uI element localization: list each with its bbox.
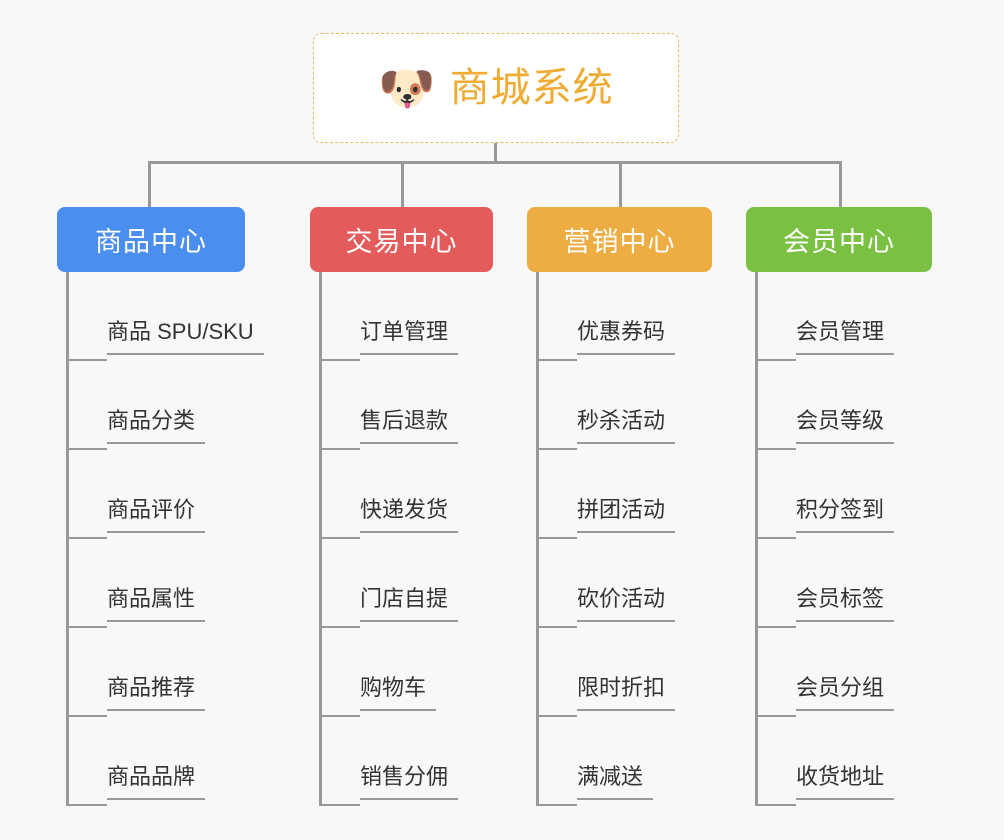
list-item[interactable]: 订单管理: [322, 272, 493, 361]
list-item-label: 拼团活动: [577, 497, 676, 533]
leaf-underline: [69, 715, 107, 717]
dog-face-icon: 🐶: [378, 61, 436, 115]
branch-column-4: 会员中心 会员管理 会员等级 积分签到 会员标签 会员分组: [746, 207, 932, 806]
list-item[interactable]: 限时折扣: [539, 628, 712, 717]
list-item[interactable]: 商品 SPU/SKU: [69, 272, 264, 361]
list-item[interactable]: 快递发货: [322, 450, 493, 539]
list-item-label: 砍价活动: [577, 586, 676, 622]
leaf-underline: [69, 626, 107, 628]
connector-drop-4: [839, 161, 842, 209]
category-label-1: 商品中心: [95, 227, 207, 257]
list-item-label: 商品品牌: [107, 764, 206, 800]
list-item-label: 商品属性: [107, 586, 206, 622]
leaf-underline: [322, 715, 360, 717]
list-item-label: 限时折扣: [577, 675, 676, 711]
list-item[interactable]: 商品分类: [69, 361, 245, 450]
list-item-label: 订单管理: [360, 319, 459, 355]
connector-root-stem: [494, 143, 497, 163]
list-item[interactable]: 积分签到: [758, 450, 932, 539]
category-box-2[interactable]: 交易中心: [310, 207, 493, 272]
list-item[interactable]: 商品品牌: [69, 717, 245, 806]
list-item-label: 会员等级: [796, 408, 895, 444]
list-item[interactable]: 商品属性: [69, 539, 245, 628]
leaf-underline: [758, 626, 796, 628]
leaf-list-3: 优惠券码 秒杀活动 拼团活动 砍价活动 限时折扣 满减送: [536, 272, 712, 806]
list-item[interactable]: 会员管理: [758, 272, 932, 361]
connector-drop-2: [401, 161, 404, 209]
category-label-2: 交易中心: [345, 227, 458, 257]
leaf-underline: [322, 626, 360, 628]
list-item-label: 会员分组: [796, 675, 895, 711]
branch-column-1: 商品中心 商品 SPU/SKU 商品分类 商品评价 商品属性 商品推荐: [57, 207, 264, 806]
list-item-label: 门店自提: [360, 586, 459, 622]
leaf-underline: [322, 448, 360, 450]
list-item[interactable]: 销售分佣: [322, 717, 493, 806]
list-item-label: 商品评价: [107, 497, 206, 533]
root-node[interactable]: 🐶 商城系统: [313, 33, 679, 143]
list-item-label: 商品 SPU/SKU: [107, 319, 264, 355]
list-item-label: 优惠券码: [577, 319, 676, 355]
list-item-label: 秒杀活动: [577, 408, 676, 444]
list-item-label: 商品推荐: [107, 675, 206, 711]
list-item[interactable]: 收货地址: [758, 717, 932, 806]
leaf-underline: [539, 626, 577, 628]
list-item[interactable]: 购物车: [322, 628, 493, 717]
list-item[interactable]: 会员分组: [758, 628, 932, 717]
connector-horizontal-bus: [148, 161, 842, 164]
list-item[interactable]: 砍价活动: [539, 539, 712, 628]
list-item[interactable]: 商品推荐: [69, 628, 245, 717]
page-title: 商城系统: [449, 66, 614, 110]
leaf-underline: [69, 537, 107, 539]
list-item[interactable]: 满减送: [539, 717, 712, 806]
list-item-label: 售后退款: [360, 408, 459, 444]
leaf-underline: [758, 537, 796, 539]
leaf-list-4: 会员管理 会员等级 积分签到 会员标签 会员分组 收货地址: [755, 272, 932, 806]
leaf-underline: [539, 537, 577, 539]
list-item-label: 满减送: [577, 764, 654, 800]
leaf-underline: [322, 804, 360, 806]
category-box-4[interactable]: 会员中心: [746, 207, 932, 272]
list-item[interactable]: 商品评价: [69, 450, 245, 539]
leaf-underline: [69, 804, 107, 806]
list-item[interactable]: 会员标签: [758, 539, 932, 628]
category-box-3[interactable]: 营销中心: [527, 207, 712, 272]
leaf-underline: [322, 537, 360, 539]
list-item[interactable]: 秒杀活动: [539, 361, 712, 450]
list-item-label: 积分签到: [796, 497, 895, 533]
branch-column-3: 营销中心 优惠券码 秒杀活动 拼团活动 砍价活动 限时折扣: [527, 207, 712, 806]
connector-drop-1: [148, 161, 151, 209]
category-box-1[interactable]: 商品中心: [57, 207, 245, 272]
list-item[interactable]: 拼团活动: [539, 450, 712, 539]
list-item[interactable]: 售后退款: [322, 361, 493, 450]
category-label-3: 营销中心: [563, 227, 676, 257]
leaf-list-2: 订单管理 售后退款 快递发货 门店自提 购物车 销售分佣: [319, 272, 493, 806]
leaf-underline: [758, 359, 796, 361]
leaf-underline: [322, 359, 360, 361]
category-label-4: 会员中心: [783, 227, 895, 257]
list-item-label: 会员管理: [796, 319, 895, 355]
leaf-underline: [758, 448, 796, 450]
leaf-underline: [539, 804, 577, 806]
list-item-label: 快递发货: [360, 497, 459, 533]
list-item-label: 销售分佣: [360, 764, 459, 800]
leaf-underline: [539, 359, 577, 361]
list-item[interactable]: 优惠券码: [539, 272, 712, 361]
branch-column-2: 交易中心 订单管理 售后退款 快递发货 门店自提 购物车: [310, 207, 493, 806]
leaf-list-1: 商品 SPU/SKU 商品分类 商品评价 商品属性 商品推荐 商品品牌: [66, 272, 264, 806]
leaf-underline: [758, 804, 796, 806]
leaf-underline: [539, 448, 577, 450]
list-item-label: 商品分类: [107, 408, 206, 444]
leaf-underline: [758, 715, 796, 717]
list-item[interactable]: 门店自提: [322, 539, 493, 628]
list-item-label: 购物车: [360, 675, 437, 711]
list-item-label: 会员标签: [796, 586, 895, 622]
leaf-underline: [69, 359, 107, 361]
list-item-label: 收货地址: [796, 764, 895, 800]
leaf-underline: [69, 448, 107, 450]
leaf-underline: [539, 715, 577, 717]
connector-drop-3: [619, 161, 622, 209]
list-item[interactable]: 会员等级: [758, 361, 932, 450]
